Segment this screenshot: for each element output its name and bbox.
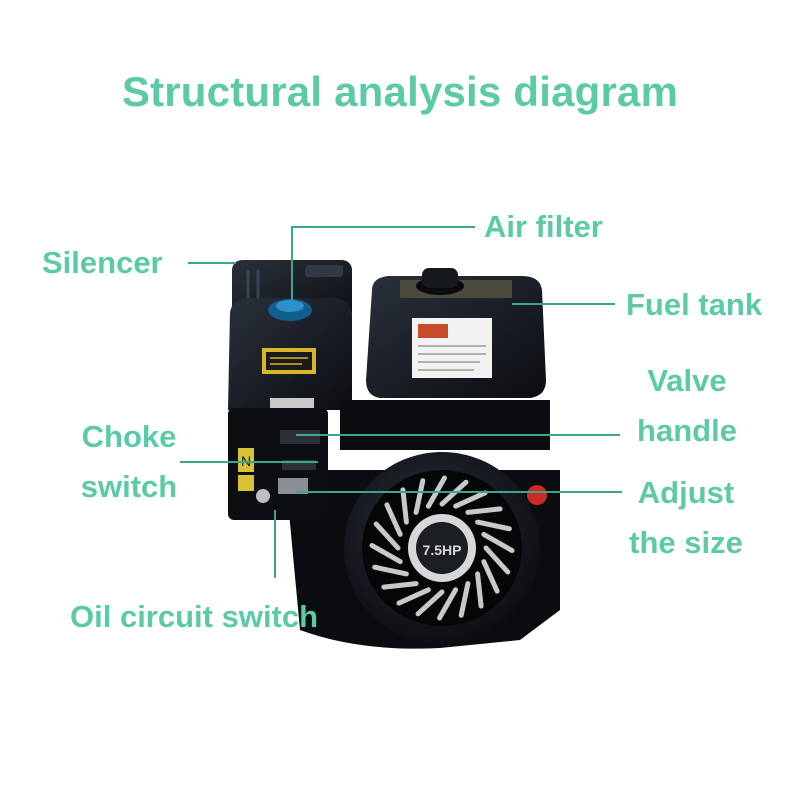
recoil-fin <box>453 490 488 509</box>
label-valve-handle-line1: Valve <box>647 363 727 398</box>
label-valve-handle: Valve handle <box>628 356 746 456</box>
recoil-fin <box>413 478 426 515</box>
recoil-fin <box>384 502 403 537</box>
leader-air-filter <box>291 226 475 300</box>
recoil-fin <box>437 587 459 621</box>
recoil-fin <box>373 521 401 551</box>
adjust-knob <box>527 485 547 505</box>
recoil-fin <box>458 581 471 618</box>
recoil-fin <box>439 479 469 507</box>
label-air-filter: Air filter <box>484 209 603 244</box>
fuel-tank-part <box>366 268 546 398</box>
recoil-fin <box>369 543 403 565</box>
label-choke-switch-line2: switch <box>80 469 178 504</box>
label-choke-switch-line1: Choke <box>81 419 177 454</box>
label-adjust-size: Adjust the size <box>622 468 750 568</box>
air-filter-part <box>228 298 352 410</box>
label-valve-handle-line2: handle <box>637 413 737 448</box>
recoil-fin <box>381 581 419 590</box>
label-silencer: Silencer <box>42 245 163 280</box>
recoil-fin <box>465 506 503 515</box>
label-adjust-size-line2: the size <box>629 525 743 560</box>
label-adjust-size-line1: Adjust <box>637 475 735 510</box>
recoil-fin <box>481 559 500 594</box>
recoil-starter: 7.5HP <box>344 452 540 644</box>
recoil-fin <box>481 531 515 553</box>
label-choke-switch: Choke switch <box>74 412 184 512</box>
label-oil-circuit-switch: Oil circuit switch <box>70 599 319 634</box>
recoil-emblem-text: 7.5HP <box>423 542 462 558</box>
recoil-fin <box>483 545 511 575</box>
recoil-fin <box>372 564 409 577</box>
diagram-title: Structural analysis diagram <box>121 68 679 115</box>
carburettor-part: N <box>228 408 328 520</box>
recoil-fin <box>400 487 409 525</box>
label-fuel-tank: Fuel tank <box>626 287 763 322</box>
recoil-fin <box>475 571 484 609</box>
recoil-fin <box>415 589 445 617</box>
recoil-fin <box>475 519 512 532</box>
recoil-fin <box>396 587 431 606</box>
valve-handle-part <box>340 400 550 450</box>
